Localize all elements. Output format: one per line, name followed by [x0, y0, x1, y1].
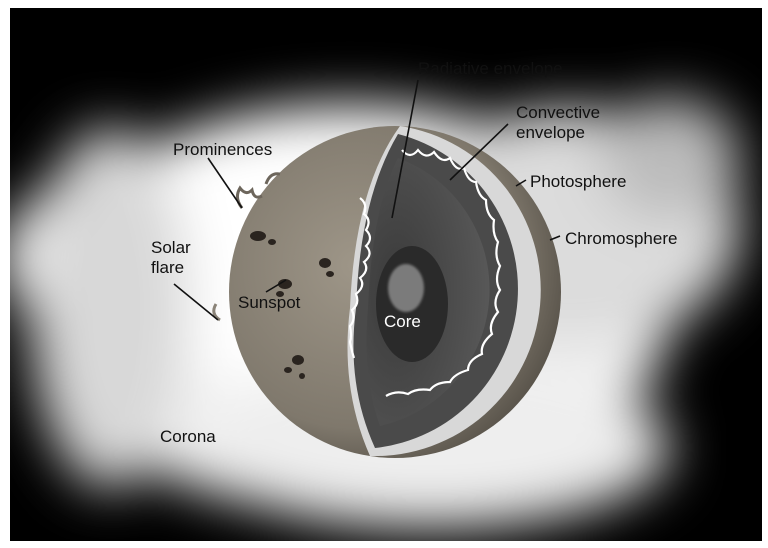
label-chromosphere: Chromosphere — [565, 229, 677, 249]
sun-illustration — [10, 8, 762, 541]
label-corona: Corona — [160, 427, 216, 447]
label-sunspot: Sunspot — [238, 293, 300, 313]
label-radiative-envelope: Radiative envelope — [418, 59, 563, 79]
label-convective-envelope: Convective envelope — [516, 103, 600, 143]
label-core: Core — [384, 312, 421, 332]
label-photosphere: Photosphere — [530, 172, 626, 192]
label-prominences: Prominences — [173, 140, 272, 160]
sun-diagram-frame: Radiative envelope Convective envelope P… — [10, 8, 762, 541]
label-solar-flare: Solar flare — [151, 238, 191, 278]
